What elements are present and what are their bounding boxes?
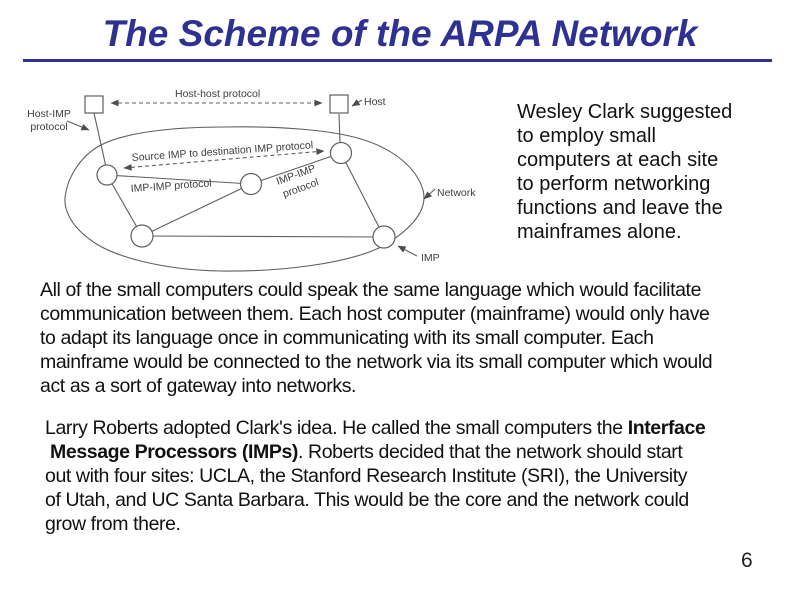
- label-imp: IMP: [421, 252, 440, 264]
- host-node-left: [84, 95, 104, 114]
- imp-edge: [106, 174, 143, 237]
- text-line: of Utah, and UC Santa Barbara. This woul…: [45, 489, 689, 511]
- label-imp-imp-protocol-left: IMP-IMP protocol: [130, 177, 212, 195]
- source-dest-protocol-link: [123, 148, 325, 171]
- imp-node: [96, 164, 118, 186]
- title-underline: [23, 59, 772, 62]
- page-number: 6: [741, 549, 753, 572]
- network-label-arrow: [423, 188, 436, 200]
- text-line: act as a sort of gateway into networks.: [40, 375, 357, 397]
- host-imp-link-right: [338, 113, 341, 144]
- host-imp-label-arrow: [66, 120, 90, 131]
- text-line: mainframe would be connected to the netw…: [40, 351, 713, 373]
- imp-edge: [340, 152, 385, 238]
- label-network: Network: [437, 187, 476, 199]
- imp-node: [239, 172, 263, 196]
- imp-label-arrow: [397, 245, 418, 257]
- text-line: All of the small computers could speak t…: [40, 279, 702, 301]
- imp-edge: [106, 174, 252, 185]
- text-line: communication between them. Each host co…: [40, 303, 710, 325]
- text-line: Larry Roberts adopted Clark's idea. He c…: [45, 417, 706, 439]
- imp-node: [372, 225, 396, 249]
- text-line: out with four sites: UCLA, the Stanford …: [45, 465, 688, 487]
- paragraph-2: Larry Roberts adopted Clark's idea. He c…: [45, 416, 795, 536]
- host-label-arrow: [351, 99, 363, 107]
- text-line: to perform networking: [517, 173, 711, 195]
- text-line: functions and leave the: [517, 197, 723, 219]
- label-imp-imp-protocol-right: IMP-IMP protocol: [275, 163, 321, 201]
- text-line: to adapt its language once in communicat…: [40, 327, 654, 349]
- diagram-lines: [64, 99, 436, 272]
- diagram-nodes: [84, 94, 396, 249]
- text-line: Message Processors (IMPs). Roberts decid…: [50, 441, 683, 463]
- host-imp-link-left: [93, 112, 107, 168]
- text-line: grow from there.: [45, 513, 181, 535]
- label-host-imp-protocol-line1: Host-IMP: [27, 108, 71, 120]
- imp-edge: [141, 235, 385, 238]
- label-host-host-protocol: Host-host protocol: [175, 88, 260, 100]
- label-host: Host: [364, 96, 386, 108]
- imp-node: [130, 224, 154, 248]
- text-line: Wesley Clark suggested: [517, 101, 733, 123]
- host-node-right: [329, 94, 349, 114]
- imp-node: [329, 141, 353, 165]
- page-title: The Scheme of the ARPA Network: [102, 13, 698, 54]
- imp-edge: [141, 183, 252, 237]
- paragraph-1: All of the small computers could speak t…: [40, 278, 790, 398]
- label-source-imp-protocol: Source IMP to destination IMP protocol: [131, 139, 313, 164]
- text-line: mainframes alone.: [517, 221, 682, 243]
- text-line: computers at each site: [517, 149, 719, 171]
- text-line: to employ small: [517, 125, 656, 147]
- network-boundary: [64, 126, 425, 272]
- label-host-imp-protocol-line2: protocol: [30, 121, 67, 133]
- arpa-network-diagram: Host-host protocol Host-IMP protocol Hos…: [27, 88, 476, 272]
